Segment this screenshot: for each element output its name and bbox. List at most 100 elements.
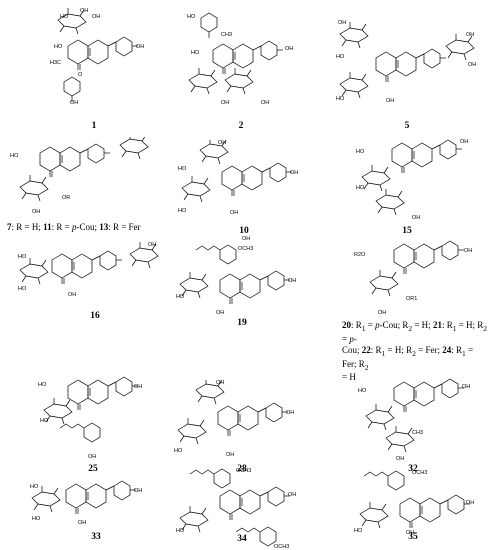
structure-compound-25: HO OH HO OH (38, 376, 142, 460)
svg-text:HO: HO (336, 96, 345, 102)
svg-text:HO: HO (358, 388, 367, 394)
svg-text:OH: OH (288, 278, 296, 284)
svg-text:OCH3: OCH3 (238, 246, 253, 252)
svg-text:OH: OH (412, 215, 420, 221)
svg-text:HO: HO (178, 166, 187, 172)
svg-text:HO: HO (187, 14, 196, 20)
svg-text:HO: HO (40, 418, 49, 424)
svg-text:OH: OH (466, 500, 474, 506)
svg-text:OH: OH (396, 456, 404, 462)
structure-compound-2: HO CH3 HO OH OH OH (187, 12, 293, 106)
svg-text:HO: HO (30, 484, 39, 490)
svg-text:O: O (78, 72, 83, 78)
svg-text:OH: OH (140, 137, 148, 139)
svg-text:OH: OH (226, 452, 234, 458)
svg-text:OH: OH (378, 310, 386, 316)
svg-text:OH: OH (221, 100, 229, 106)
svg-text:OH: OH (468, 62, 476, 68)
structure-compound-16: HO OH HO OH (18, 241, 159, 298)
structure-compound-15: HO OH HO OH (356, 139, 468, 221)
structure-compound-33: HO OH HO OH (30, 480, 142, 526)
svg-text:OH: OH (242, 236, 250, 242)
svg-text:HO: HO (174, 448, 183, 454)
compound-label: 16 (90, 311, 100, 321)
compound-label: 34 (237, 534, 247, 544)
svg-text:OH: OH (338, 20, 346, 26)
compound-label: 5 (404, 121, 410, 131)
svg-text:R2O: R2O (354, 252, 366, 258)
svg-text:OR1: OR1 (406, 296, 417, 302)
svg-text:HO: HO (18, 254, 27, 260)
compound-label: 15 (402, 226, 412, 236)
svg-text:HO: HO (354, 528, 363, 534)
svg-text:OH: OH (88, 454, 96, 460)
svg-text:OH: OH (460, 139, 468, 145)
structure-compound-1: HO OH OH HO H3C OH OH O (50, 7, 144, 106)
structure-compound-7-11-13: HO OH OR OH (10, 137, 149, 215)
compound-label: 1 (91, 121, 97, 131)
svg-text:OCH3: OCH3 (236, 468, 251, 474)
svg-text:OH: OH (288, 492, 296, 498)
svg-text:HO: HO (191, 50, 200, 56)
svg-text:HO: HO (54, 44, 63, 50)
svg-text:HO: HO (10, 153, 19, 159)
svg-text:OH: OH (92, 14, 100, 20)
svg-text:OH: OH (134, 488, 142, 494)
svg-text:HO: HO (356, 185, 365, 191)
svg-text:OH: OH (462, 384, 470, 390)
svg-text:H3C: H3C (50, 60, 61, 66)
caption-compounds-7-11-13: 7: R = H; 11: R = p-Cou; 13: R = Fer (7, 222, 141, 232)
svg-text:OH: OH (80, 8, 88, 14)
svg-text:OCH3: OCH3 (274, 544, 289, 550)
svg-text:HO: HO (38, 382, 47, 388)
svg-text:OH: OH (136, 44, 144, 50)
svg-text:OH: OH (216, 380, 224, 386)
compound-label: 32 (408, 464, 418, 474)
svg-text:CH3: CH3 (412, 430, 423, 436)
svg-text:OH: OH (32, 209, 40, 215)
svg-text:OH: OH (386, 98, 394, 104)
svg-text:OH: OH (218, 140, 226, 146)
svg-text:HO: HO (176, 294, 185, 300)
caption-compounds-20-24: 20: R1 = p-Cou; R2 = H; 21: R1 = H; R2 =… (342, 320, 488, 383)
svg-text:HO: HO (356, 149, 365, 155)
compound-label: 2 (238, 121, 244, 131)
svg-text:OH: OH (466, 32, 474, 38)
svg-text:OH: OH (290, 170, 298, 176)
svg-text:OH: OH (68, 292, 76, 298)
compound-label: 19 (237, 318, 247, 328)
svg-text:OH: OH (230, 210, 238, 216)
compound-label: 33 (91, 532, 101, 542)
svg-text:OH: OH (134, 384, 142, 390)
svg-text:OCH3: OCH3 (412, 470, 427, 476)
svg-text:HO: HO (178, 208, 187, 214)
svg-text:OH: OH (70, 100, 78, 106)
svg-text:OH: OH (285, 46, 293, 52)
svg-text:OH: OH (78, 520, 86, 526)
compound-label: 35 (408, 532, 418, 542)
compound-label: 28 (237, 464, 247, 474)
svg-text:OH: OH (406, 530, 414, 536)
structure-compound-28: OH OH HO OH (174, 380, 294, 458)
svg-text:CH3: CH3 (221, 32, 232, 38)
svg-text:HO: HO (32, 516, 41, 522)
svg-text:OH: OH (148, 242, 156, 248)
svg-text:OH: OH (261, 100, 269, 106)
svg-text:OH: OH (216, 310, 224, 316)
svg-text:OH: OH (286, 410, 294, 416)
svg-text:HO: HO (60, 14, 69, 20)
compound-label: 25 (88, 464, 98, 474)
svg-text:OH: OH (464, 248, 472, 254)
svg-text:HO: HO (18, 286, 27, 292)
svg-text:OR: OR (62, 195, 70, 201)
compound-label: 10 (239, 226, 249, 236)
svg-text:HO: HO (176, 528, 185, 534)
structure-compound-10: OH HO OH HO OH (178, 140, 298, 216)
